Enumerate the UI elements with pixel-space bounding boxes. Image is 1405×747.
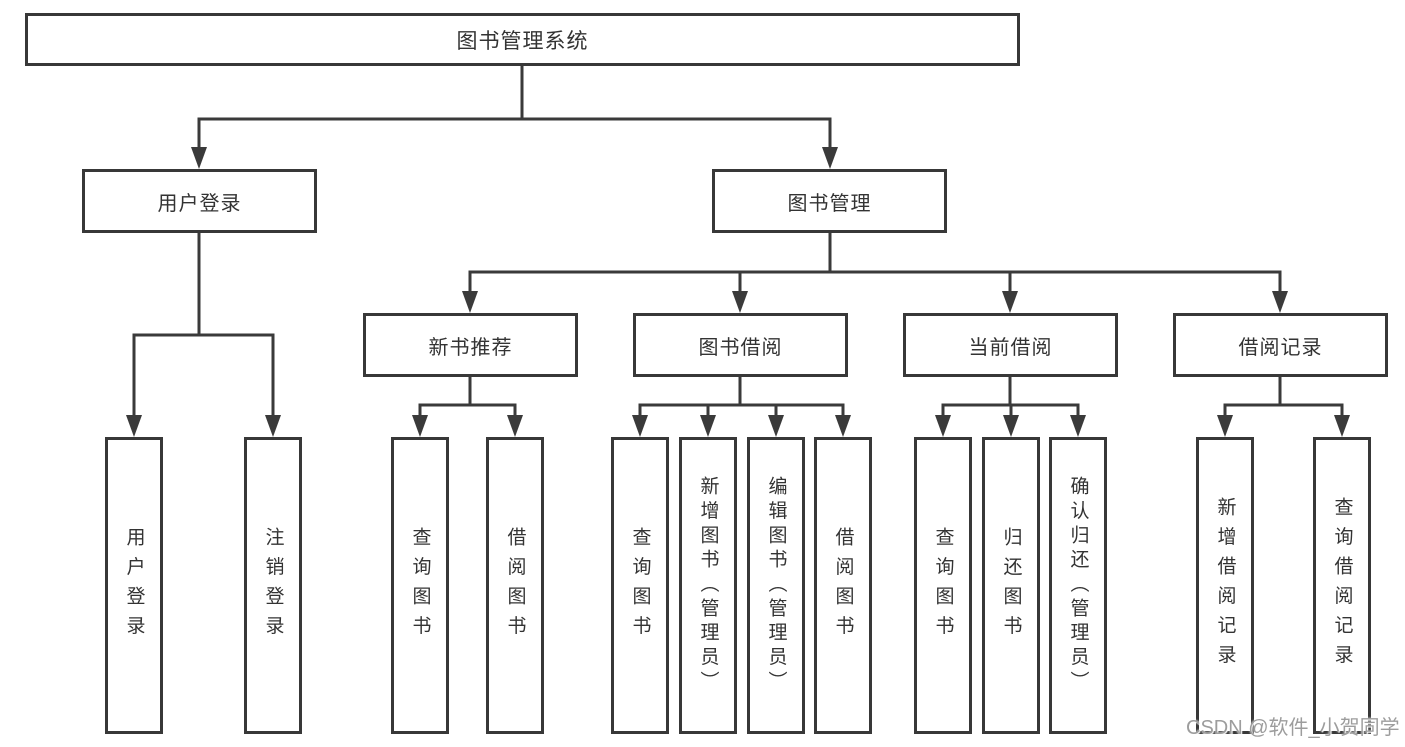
node-label: 图书借阅	[698, 336, 783, 359]
node-edit-books-admin: 编辑图书（管理员）	[747, 437, 805, 734]
node-label: 编辑图书（管理员）	[765, 476, 787, 695]
node-label: 归还图书	[1000, 526, 1022, 645]
node-label: 查询借阅记录	[1331, 497, 1353, 674]
node-root-system: 图书管理系统	[25, 13, 1020, 66]
node-query-borrow-record: 查询借阅记录	[1313, 437, 1371, 734]
node-borrow-books-action: 借阅图书	[814, 437, 872, 734]
node-label: 查询图书	[629, 526, 651, 645]
node-label: 注销登录	[262, 526, 284, 645]
node-borrow-books-recommend: 借阅图书	[486, 437, 544, 734]
node-book-borrow: 图书借阅	[633, 313, 848, 377]
node-query-books-recommend: 查询图书	[391, 437, 449, 734]
node-label: 当前借阅	[968, 336, 1053, 359]
node-label: 新增借阅记录	[1214, 497, 1236, 674]
node-user-login-action: 用户登录	[105, 437, 163, 734]
node-user-login-branch: 用户登录	[82, 169, 317, 233]
node-label: 新增图书（管理员）	[697, 476, 719, 695]
node-label: 新书推荐	[428, 336, 513, 359]
node-logout-action: 注销登录	[244, 437, 302, 734]
node-add-borrow-record: 新增借阅记录	[1196, 437, 1254, 734]
node-label: 借阅图书	[832, 526, 854, 645]
node-label: 查询图书	[409, 526, 431, 645]
node-label: 借阅图书	[504, 526, 526, 645]
node-new-book-recommend: 新书推荐	[363, 313, 578, 377]
node-label: 确认归还（管理员）	[1067, 476, 1089, 695]
node-confirm-return-admin: 确认归还（管理员）	[1049, 437, 1107, 734]
node-label: 借阅记录	[1238, 336, 1323, 359]
node-label: 用户登录	[157, 192, 242, 215]
watermark: CSDN @软件_小贺同学	[1186, 717, 1400, 739]
node-current-borrow: 当前借阅	[903, 313, 1118, 377]
node-borrow-records: 借阅记录	[1173, 313, 1388, 377]
node-add-books-admin: 新增图书（管理员）	[679, 437, 737, 734]
node-return-books: 归还图书	[982, 437, 1040, 734]
node-query-books-current: 查询图书	[914, 437, 972, 734]
node-query-books-borrow: 查询图书	[611, 437, 669, 734]
node-label: 用户登录	[123, 526, 145, 645]
node-label: 图书管理	[787, 192, 872, 215]
node-root-label: 图书管理系统	[456, 29, 589, 53]
node-label: 查询图书	[932, 526, 954, 645]
node-book-management-branch: 图书管理	[712, 169, 947, 233]
